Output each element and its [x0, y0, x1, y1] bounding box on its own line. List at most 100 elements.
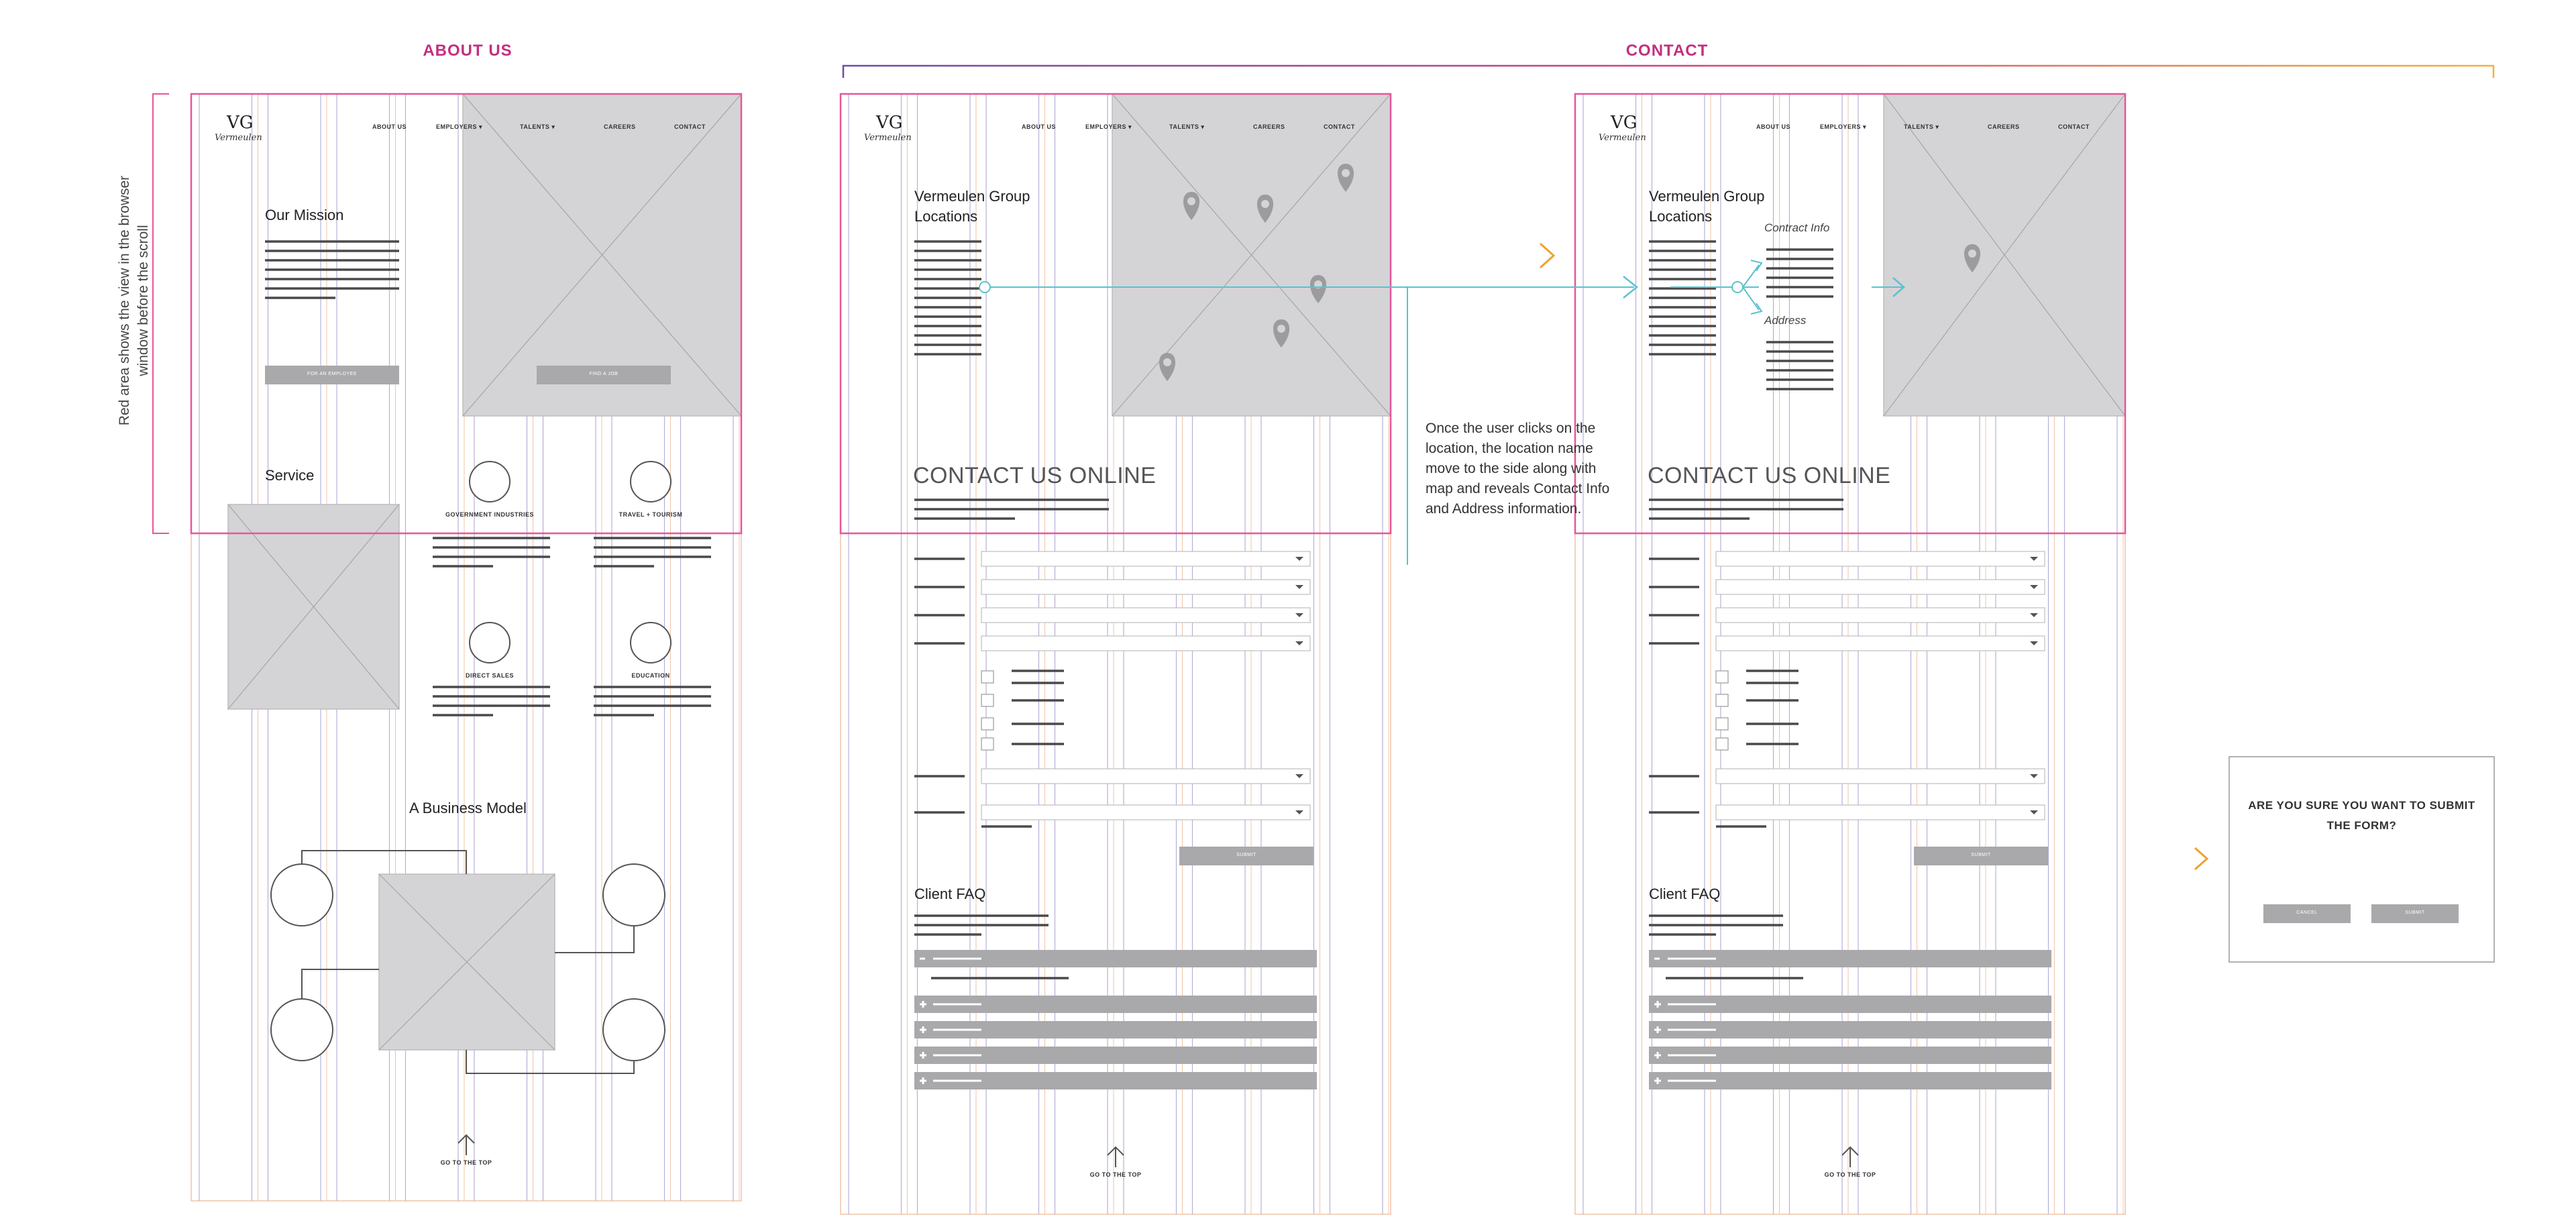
- chevron-down-icon: [2030, 585, 2038, 589]
- dropdown-field: [981, 551, 1311, 567]
- logo-signature: Vermeulen: [864, 133, 912, 143]
- location-pin-dot: [1968, 250, 1976, 258]
- dropdown-field: [981, 607, 1311, 623]
- placeholder-cross: [378, 873, 555, 1051]
- chevron-down-icon: [1295, 557, 1303, 561]
- nav-item-3[interactable]: CAREERS: [604, 123, 636, 130]
- service-icon: [630, 622, 672, 663]
- placeholder-cross: [1112, 93, 1391, 417]
- nav-item-0[interactable]: ABOUT US: [372, 123, 407, 130]
- service-label-1: TRAVEL + TOURISM: [619, 511, 683, 518]
- checkbox: [1715, 737, 1729, 751]
- location-pin-dot: [1261, 200, 1269, 208]
- go-top-link[interactable]: GO TO THE TOP: [1824, 1171, 1876, 1178]
- faq-title: Client FAQ: [1649, 886, 1721, 902]
- modal-submit-button: [2371, 904, 2459, 923]
- arrow-up-icon: [1107, 1146, 1124, 1167]
- location-pin-icon: [1337, 164, 1354, 192]
- arrow-head-orange: [2194, 847, 2209, 871]
- chevron-down-icon: [1295, 810, 1303, 814]
- service-icon: [469, 461, 511, 502]
- find-job-button-label: FIND A JOB: [589, 372, 619, 376]
- nav-item-4[interactable]: CONTACT: [2058, 123, 2090, 130]
- checkbox: [981, 717, 994, 731]
- chevron-down-icon: [1295, 641, 1303, 645]
- submit-button-label: SUBMIT: [1971, 853, 1991, 857]
- model-node: [602, 998, 665, 1061]
- chevron-down-icon: [1295, 774, 1303, 778]
- model-connector: [301, 969, 379, 999]
- location-pin-icon: [1273, 319, 1290, 348]
- checkbox: [981, 694, 994, 707]
- find-job-button: [537, 366, 671, 384]
- location-pin-icon: [1183, 192, 1200, 220]
- nav-item-3[interactable]: CAREERS: [1988, 123, 2020, 130]
- dropdown-field: [981, 768, 1311, 784]
- chevron-down-icon: [2030, 613, 2038, 617]
- service-icon: [469, 622, 511, 663]
- arrow-head-teal: [1750, 303, 1763, 315]
- nav-item-2[interactable]: TALENTS ▾: [520, 123, 555, 130]
- logo-signature: Vermeulen: [215, 133, 262, 143]
- dropdown-field: [1715, 768, 2045, 784]
- dropdown-field: [981, 635, 1311, 651]
- dropdown-field: [1715, 804, 2045, 820]
- dropdown-field: [981, 579, 1311, 595]
- placeholder-cross: [227, 504, 400, 710]
- about-viewport-outline: [190, 93, 743, 535]
- arrow-up-icon: [1841, 1146, 1859, 1167]
- locations-title: Vermeulen Group Locations: [914, 188, 1030, 225]
- nav-item-1[interactable]: EMPLOYERS ▾: [1085, 123, 1132, 130]
- branch-dot: [1731, 281, 1743, 293]
- modal-question: ARE YOU SURE YOU WANT TO SUBMIT THE FORM…: [2248, 799, 2475, 832]
- nav-item-1[interactable]: EMPLOYERS ▾: [436, 123, 483, 130]
- service-title: Service: [265, 467, 315, 484]
- nav-item-0[interactable]: ABOUT US: [1756, 123, 1790, 130]
- model-connector: [555, 926, 635, 953]
- nav-item-4[interactable]: CONTACT: [674, 123, 706, 130]
- nav-item-1[interactable]: EMPLOYERS ▾: [1820, 123, 1867, 130]
- location-pin-dot: [1342, 169, 1350, 177]
- model-connector: [466, 1050, 635, 1074]
- checkbox: [1715, 670, 1729, 684]
- logo-mark: VG: [876, 113, 903, 133]
- service-label-3: EDUCATION: [631, 672, 670, 679]
- location-pin-icon: [1256, 195, 1274, 223]
- checkbox: [1715, 717, 1729, 731]
- contact-info-label: Contract Info: [1764, 221, 1830, 234]
- arrow-up-icon: [458, 1134, 475, 1155]
- chevron-down-icon: [2030, 557, 2038, 561]
- checkbox: [981, 737, 994, 751]
- nav-item-2[interactable]: TALENTS ▾: [1904, 123, 1939, 130]
- location-pin-dot: [1277, 325, 1285, 333]
- interaction-annotation: Once the user clicks on the location, th…: [1426, 421, 1610, 517]
- placeholder-cross: [462, 93, 742, 417]
- arrow-head-teal: [1623, 276, 1639, 299]
- arrow-head-teal: [1750, 260, 1763, 272]
- location-pin-dot: [1163, 358, 1171, 366]
- viewport-side-note: Red area shows the view in the browser w…: [117, 175, 151, 426]
- checkbox: [981, 670, 994, 684]
- submit-button: [1914, 847, 2048, 865]
- nav-item-0[interactable]: ABOUT US: [1022, 123, 1056, 130]
- chevron-down-icon: [2030, 774, 2038, 778]
- go-top-link[interactable]: GO TO THE TOP: [440, 1159, 492, 1166]
- modal-cancel-button-label: CANCEL: [2296, 910, 2318, 915]
- location-pin-icon: [1964, 244, 1981, 272]
- section-title-about: ABOUT US: [423, 42, 513, 60]
- chevron-down-icon: [1295, 585, 1303, 589]
- location-pin-icon: [1309, 275, 1327, 303]
- logo-mark: VG: [227, 113, 254, 133]
- modal-cancel-button: [2263, 904, 2351, 923]
- nav-item-2[interactable]: TALENTS ▾: [1169, 123, 1205, 130]
- dropdown-field: [1715, 579, 2045, 595]
- nav-item-3[interactable]: CAREERS: [1253, 123, 1285, 130]
- nav-item-4[interactable]: CONTACT: [1324, 123, 1355, 130]
- dropdown-field: [1715, 607, 2045, 623]
- contact-online-heading: CONTACT US ONLINE: [913, 463, 1157, 488]
- go-top-link[interactable]: GO TO THE TOP: [1089, 1171, 1142, 1178]
- business-model-title: A Business Model: [409, 800, 527, 816]
- dropdown-field: [1715, 635, 2045, 651]
- logo-mark: VG: [1611, 113, 1638, 133]
